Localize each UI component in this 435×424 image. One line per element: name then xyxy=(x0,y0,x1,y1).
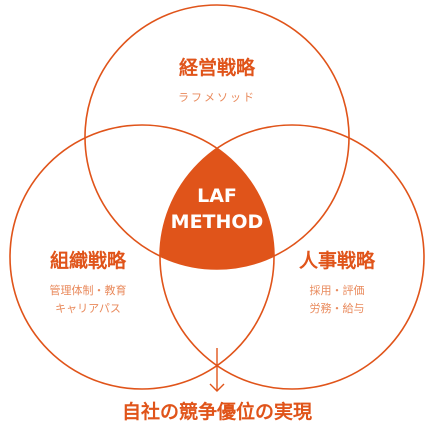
top-circle-subtitle: ラフメソッド xyxy=(178,91,256,104)
right-circle xyxy=(159,124,425,390)
right-circle-title: 人事戦略 xyxy=(299,249,376,272)
center-label-line1: LAF xyxy=(197,185,237,207)
center-intersection-fill xyxy=(160,125,274,269)
right-circle-line-1: 採用・評価 xyxy=(310,283,365,297)
left-circle-title: 組織戦略 xyxy=(50,249,127,272)
top-circle xyxy=(84,4,350,270)
left-circle xyxy=(9,124,275,390)
left-circle-line-2: キャリアパス xyxy=(55,302,121,315)
top-circle-title: 経営戦略 xyxy=(179,56,256,79)
down-arrow-icon xyxy=(209,348,225,392)
left-circle-line-1: 管理体制・教育 xyxy=(50,283,127,297)
center-intersection-group xyxy=(160,125,274,269)
center-label-line2: METHOD xyxy=(171,211,264,233)
right-circle-line-2: 労務・給与 xyxy=(310,301,365,315)
result-text: 自社の競争優位の実現 xyxy=(122,400,312,423)
